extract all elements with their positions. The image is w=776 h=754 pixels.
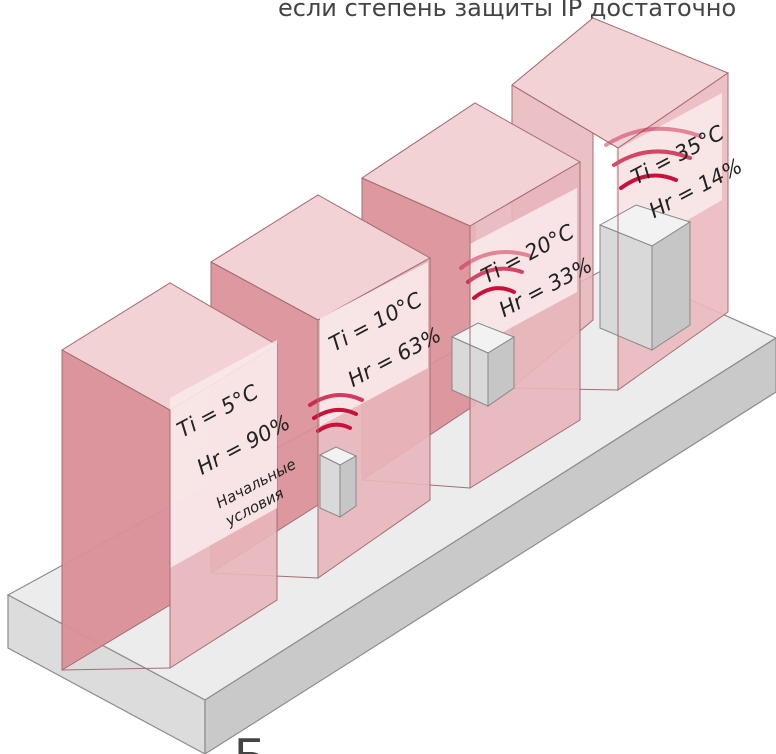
heat-waves-icon <box>604 126 702 190</box>
platform-front <box>7 594 206 754</box>
platform-side <box>204 337 776 754</box>
bottom-caption: Б <box>234 729 266 754</box>
heat-waves-icon <box>459 250 532 300</box>
heater-large <box>598 204 692 351</box>
top-caption: если степень защиты IP достаточно <box>278 0 736 22</box>
heater-medium <box>450 322 516 407</box>
room-1-label-panel <box>170 340 277 568</box>
room-2-label-panel <box>320 262 428 426</box>
room-3-label-panel <box>470 188 577 350</box>
room-1: Ti = 5°C Hr = 90% Начальные условия <box>61 282 299 671</box>
heater-small <box>318 446 358 518</box>
